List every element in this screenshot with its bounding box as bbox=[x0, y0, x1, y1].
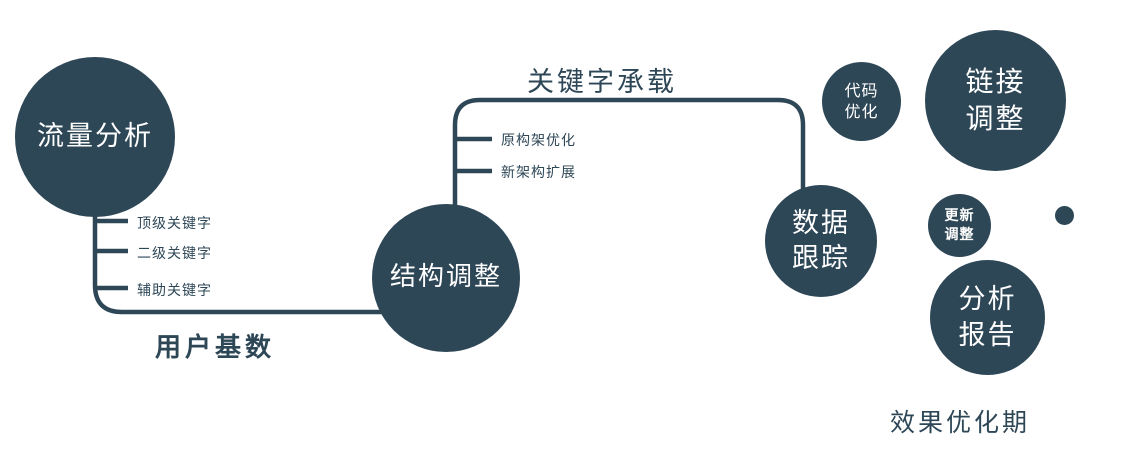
branch-label-new-architecture: 新架构扩展 bbox=[501, 165, 576, 181]
edge-label-user-base: 用户基数 bbox=[155, 333, 276, 363]
node-analysis-report: 分析 报告 bbox=[930, 260, 1045, 375]
node-link-adjustment: 链接 调整 bbox=[925, 30, 1066, 171]
node-data-tracking-line2: 跟踪 bbox=[792, 243, 850, 274]
label-effect-optimization-period: 效果优化期 bbox=[890, 408, 1031, 437]
node-update-adjustment: 更新 调整 bbox=[928, 194, 991, 257]
node-structure-adjustment-label: 结构调整 bbox=[389, 262, 502, 293]
node-analysis-report-line2: 报告 bbox=[958, 319, 1017, 351]
node-structure-adjustment: 结构调整 bbox=[372, 204, 520, 352]
node-code-optimization-line1: 代码 bbox=[844, 80, 879, 100]
branch-label-top-keywords: 顶级关键字 bbox=[137, 216, 212, 232]
connector-structure-to-tracking bbox=[452, 97, 806, 215]
branch-label-second-keywords: 二级关键字 bbox=[137, 246, 212, 262]
branch-label-original-architecture: 原构架优化 bbox=[501, 133, 576, 149]
edge-label-keyword-carrying: 关键字承载 bbox=[527, 67, 677, 98]
node-data-tracking: 数据 跟踪 bbox=[765, 185, 877, 297]
node-update-adjustment-line1: 更新 bbox=[944, 208, 975, 225]
node-traffic-analysis: 流量分析 bbox=[15, 57, 175, 217]
node-code-optimization-line2: 优化 bbox=[844, 101, 879, 121]
bullet-dot bbox=[1055, 206, 1074, 225]
connector-traffic-to-structure bbox=[92, 190, 400, 315]
node-link-adjustment-line1: 链接 bbox=[965, 65, 1026, 99]
branch-label-auxiliary-keywords: 辅助关键字 bbox=[137, 283, 212, 299]
node-analysis-report-line1: 分析 bbox=[958, 284, 1017, 316]
node-code-optimization: 代码 优化 bbox=[822, 62, 901, 141]
node-link-adjustment-line2: 调整 bbox=[965, 101, 1026, 135]
node-update-adjustment-line2: 调整 bbox=[944, 226, 975, 243]
node-data-tracking-line1: 数据 bbox=[792, 207, 850, 239]
node-traffic-analysis-label: 流量分析 bbox=[37, 121, 153, 153]
